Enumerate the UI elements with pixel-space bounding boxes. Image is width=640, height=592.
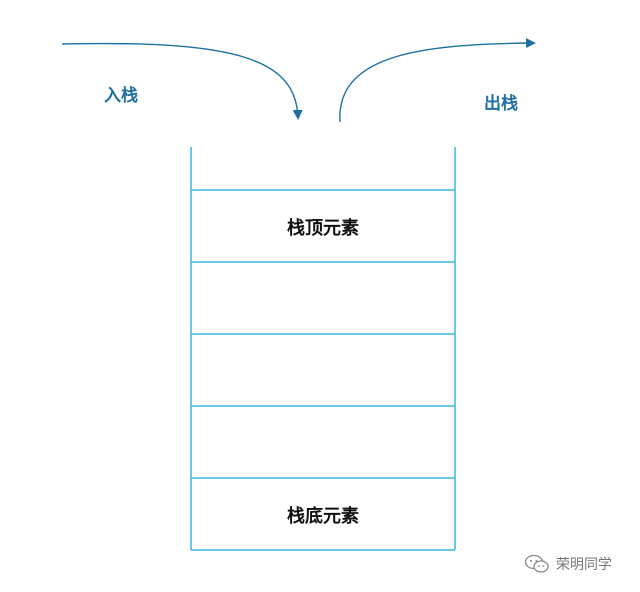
watermark-text: 荣明同学 xyxy=(556,557,612,573)
wechat-icon xyxy=(524,554,549,573)
pop-arrow xyxy=(339,38,536,123)
push-label: 入栈 xyxy=(104,86,138,106)
push-arrow xyxy=(61,42,303,120)
pop-label: 出栈 xyxy=(484,94,518,114)
stack-bottom-cell-label: 栈底元素 xyxy=(287,506,359,527)
watermark: 荣明同学 xyxy=(524,554,612,574)
stack-top-cell-label: 栈顶元素 xyxy=(287,218,359,239)
